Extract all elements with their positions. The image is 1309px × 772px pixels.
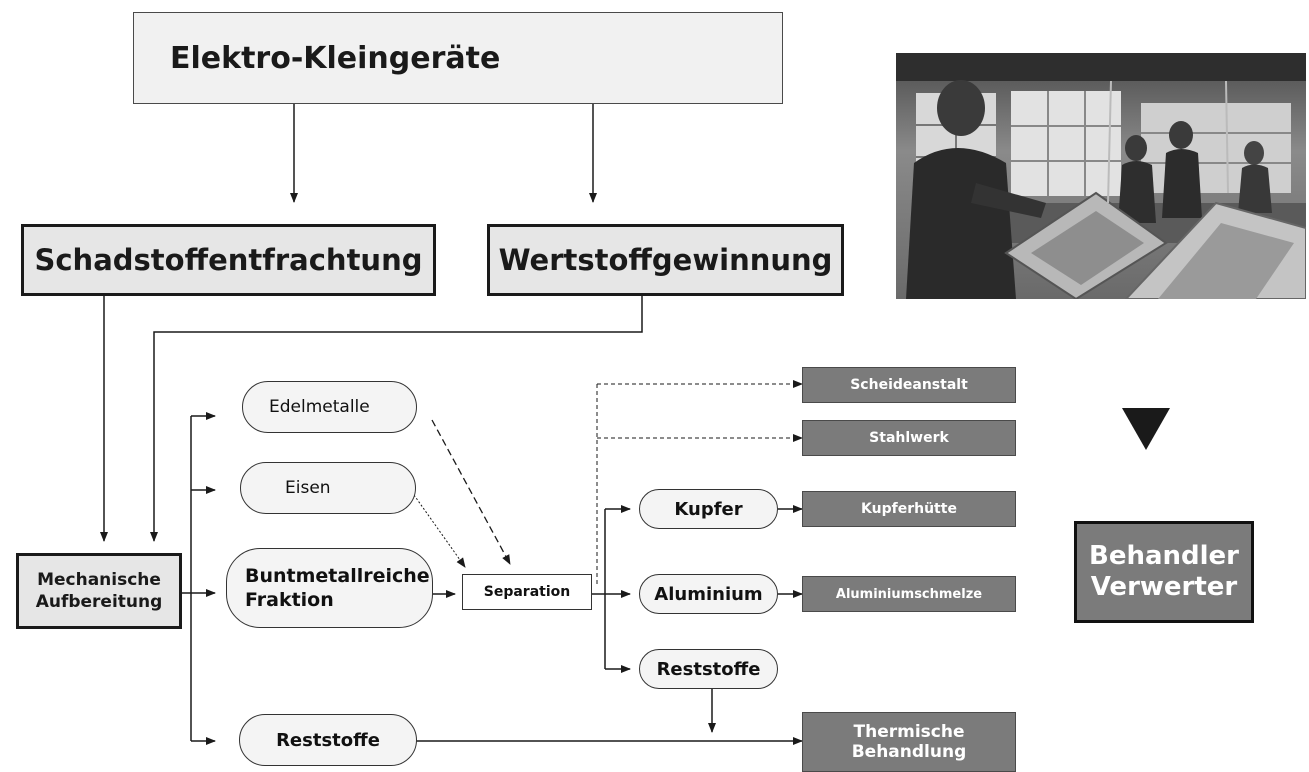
node-schadstoffentfrachtung: Schadstoffentfrachtung	[21, 224, 436, 296]
node-thermische-line2: Behandlung	[851, 742, 967, 762]
workshop-photo	[896, 53, 1306, 299]
node-mechanische-aufbereitung-line2: Aufbereitung	[35, 592, 163, 612]
node-stahlwerk-label: Stahlwerk	[869, 430, 949, 446]
triangle-down-icon	[1122, 408, 1170, 450]
node-thermische-behandlung: Thermische Behandlung	[802, 712, 1016, 772]
node-separation: Separation	[462, 574, 592, 610]
node-kupferhuette-label: Kupferhütte	[861, 501, 957, 517]
legend-behandler-verwerter: Behandler Verwerter	[1074, 521, 1254, 623]
edge-wertstoff-to-mechanical	[150, 296, 643, 542]
node-aluminium: Aluminium	[639, 574, 778, 614]
node-aluminiumschmelze-label: Aluminiumschmelze	[835, 586, 983, 602]
node-edelmetalle: Edelmetalle	[242, 381, 417, 433]
legend-line2: Verwerter	[1090, 572, 1238, 602]
node-elektro-kleingeraete-label: Elektro-Kleingeräte	[170, 40, 501, 76]
node-scheideanstalt: Scheideanstalt	[802, 367, 1016, 403]
node-elektro-kleingeraete: Elektro-Kleingeräte	[133, 12, 783, 104]
node-edelmetalle-label: Edelmetalle	[269, 397, 370, 417]
node-schadstoffentfrachtung-label: Schadstoffentfrachtung	[34, 243, 423, 277]
node-reststoffe-separated: Reststoffe	[639, 649, 778, 689]
node-kupfer: Kupfer	[639, 489, 778, 529]
node-buntmetallreiche-line1: Buntmetallreiche	[245, 565, 430, 587]
node-kupferhuette: Kupferhütte	[802, 491, 1016, 527]
node-separation-label: Separation	[483, 584, 571, 600]
node-mechanische-aufbereitung: Mechanische Aufbereitung	[16, 553, 182, 629]
node-thermische-line1: Thermische	[853, 722, 965, 742]
node-stahlwerk: Stahlwerk	[802, 420, 1016, 456]
node-buntmetallreiche-line2: Fraktion	[245, 589, 334, 611]
node-aluminium-label: Aluminium	[654, 583, 763, 605]
node-mechanische-aufbereitung-line1: Mechanische	[37, 570, 161, 590]
node-wertstoffgewinnung-label: Wertstoffgewinnung	[498, 243, 833, 277]
edge-edelmetalle-to-separation	[431, 419, 511, 565]
node-aluminiumschmelze: Aluminiumschmelze	[802, 576, 1016, 612]
node-kupfer-label: Kupfer	[674, 498, 743, 520]
node-eisen-label: Eisen	[285, 478, 331, 498]
node-eisen: Eisen	[240, 462, 416, 514]
edge-eisen-to-separation	[413, 494, 466, 568]
node-wertstoffgewinnung: Wertstoffgewinnung	[487, 224, 844, 296]
node-reststoffe: Reststoffe	[239, 714, 417, 766]
node-scheideanstalt-label: Scheideanstalt	[850, 377, 968, 393]
node-reststoffe-separated-label: Reststoffe	[656, 658, 761, 680]
legend-line1: Behandler	[1089, 541, 1239, 571]
node-reststoffe-label: Reststoffe	[276, 729, 380, 751]
node-buntmetallreiche-fraktion: Buntmetallreiche Fraktion	[226, 548, 433, 628]
